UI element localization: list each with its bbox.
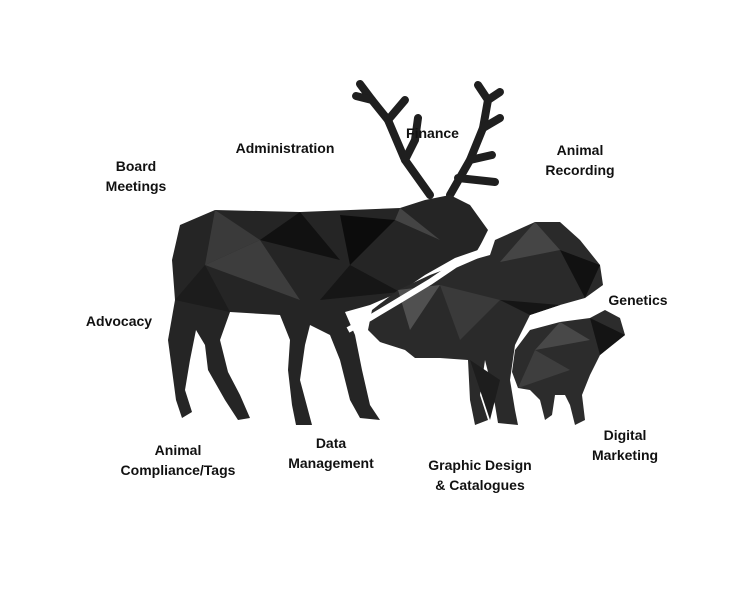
label-genetics: Genetics [608, 292, 668, 308]
sheep-icon [512, 310, 625, 425]
label-data-management: Data Management [288, 435, 374, 471]
label-graphic-design: Graphic Design & Catalogues [428, 457, 532, 493]
label-board-meetings: Board Meetings [105, 158, 167, 194]
deer-icon [168, 80, 504, 425]
label-finance: Finance [406, 125, 459, 141]
label-digital-marketing: Digital Marketing [591, 427, 659, 463]
label-administration: Administration [235, 140, 335, 156]
label-animal-recording: Animal Recording [545, 142, 615, 178]
label-advocacy: Advocacy [85, 313, 153, 329]
label-animal-compliance: Animal Compliance/Tags [120, 442, 236, 478]
